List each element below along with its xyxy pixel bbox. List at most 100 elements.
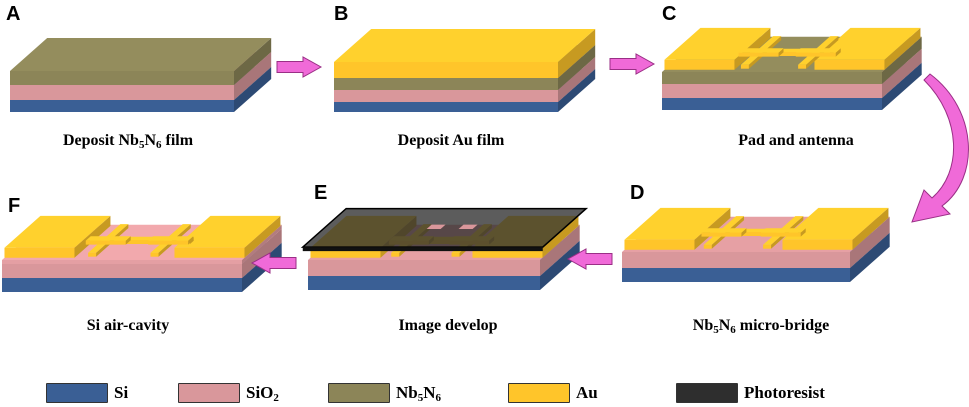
- sio2-cap-layer-side: [242, 224, 282, 264]
- panel-letter-b: B: [334, 3, 349, 25]
- si-layer-front: [334, 102, 558, 112]
- legend-swatch-si: [46, 383, 108, 403]
- legend-si: Si: [46, 383, 128, 403]
- photoresist-top: [300, 207, 589, 248]
- left-pad-top: [624, 207, 731, 240]
- antenna-cross-v1-front: [798, 64, 807, 69]
- antenna-cross-v1-front: [150, 252, 159, 257]
- arrow-e-to-f: [250, 252, 297, 274]
- antenna-cross-h0-front: [701, 232, 742, 237]
- si-layer-side: [540, 240, 580, 290]
- arrow-d-to-e: [566, 248, 613, 270]
- photoresist-edge: [302, 247, 543, 252]
- left-pad-top: [4, 215, 111, 248]
- sio2-layer-side: [234, 52, 272, 100]
- legend-sio2: SiO2: [178, 382, 279, 404]
- legend-label-si: Si: [114, 383, 129, 402]
- nbn-layer-side: [558, 45, 596, 90]
- antenna-cross-h0-side: [125, 236, 131, 245]
- nbn-layer-top: [10, 38, 272, 71]
- antenna-cross-h0-side: [741, 228, 747, 237]
- si-layer-front: [662, 98, 882, 110]
- antenna-cross-h1-top: [148, 236, 194, 241]
- panel-letter-d: D: [630, 182, 645, 204]
- antenna-cross-v0-front: [740, 64, 749, 69]
- developed-window-1: [458, 224, 478, 229]
- left-pad-front: [624, 239, 695, 250]
- legend-au: Au: [508, 383, 598, 403]
- sio2-layer-front: [622, 252, 850, 268]
- caption-b: Deposit Au film: [397, 132, 505, 149]
- antenna-cross-v0-front: [88, 252, 97, 257]
- sio2-layer-front: [10, 85, 234, 100]
- antenna-cross-v0-front: [391, 252, 400, 257]
- sio2-layer-side: [558, 57, 596, 102]
- photoresist-layer: [300, 207, 589, 252]
- block-c: [662, 27, 922, 110]
- legend-swatch-nbn: [328, 383, 390, 403]
- right-pad-top: [782, 207, 889, 240]
- legend-nbn: Nb5N6: [328, 383, 441, 404]
- sio2-cap-layer-front: [2, 260, 242, 264]
- sio2-layer-front: [334, 90, 558, 102]
- si-layer-side: [850, 232, 890, 282]
- si-layer-side: [558, 69, 596, 112]
- block-d: [622, 207, 890, 282]
- au-layer-top: [334, 29, 596, 62]
- antenna-cross-h1-front: [760, 232, 801, 237]
- sio2-layer-front: [2, 264, 242, 278]
- legend-label-sio2: SiO2: [246, 382, 279, 404]
- block-b: [334, 29, 596, 112]
- au-layer-side: [558, 29, 596, 78]
- left-pad-top: [664, 27, 771, 60]
- caption-e: Image develop: [398, 317, 498, 334]
- nbn-layer-side: [234, 38, 272, 85]
- fabrication-steps: [2, 27, 922, 292]
- si-layer-front: [308, 276, 540, 290]
- antenna-cross-h0-top: [701, 228, 747, 233]
- nbn-layer-side: [882, 36, 922, 84]
- antenna-cross-h1-side: [835, 48, 841, 57]
- right-pad-front: [782, 239, 853, 250]
- legend-swatch-photoresist: [676, 383, 738, 403]
- right-pad-front: [814, 59, 885, 70]
- block-f: [2, 215, 282, 292]
- legend-swatch-au: [508, 383, 570, 403]
- right-pad-side: [884, 27, 921, 70]
- developed-window-0: [426, 224, 446, 229]
- left-pad-front: [664, 59, 735, 70]
- si-layer-front: [10, 100, 234, 112]
- si-layer-front: [622, 268, 850, 282]
- legend-photoresist: Photoresist: [676, 383, 825, 403]
- sio2-layer-side: [540, 224, 580, 276]
- right-pad-side: [852, 207, 889, 250]
- sio2-layer-side: [882, 48, 922, 98]
- arrow-c-to-d: [911, 73, 969, 223]
- legend-swatch-sio2: [178, 383, 240, 403]
- arrow-a-to-b: [276, 56, 323, 78]
- si-layer-front: [2, 278, 242, 292]
- antenna-cross-h1-side: [800, 228, 806, 237]
- panel-letter-f: F: [8, 195, 21, 217]
- antenna-cross-h0-front: [85, 240, 126, 245]
- si-layer-side: [234, 67, 272, 112]
- caption-f: Si air-cavity: [86, 317, 170, 334]
- antenna-cross-v1-front: [763, 244, 772, 249]
- si-layer-side: [882, 62, 922, 110]
- sio2-layer-front: [662, 84, 882, 98]
- antenna-cross-h1-top: [795, 48, 841, 53]
- right-pad-top: [814, 27, 921, 60]
- sio2-layer-side: [850, 216, 890, 268]
- nbn-layer-front: [662, 72, 882, 84]
- left-pad-front: [4, 247, 75, 258]
- antenna-cross-h0-front: [738, 52, 779, 57]
- antenna-cross-h1-front: [148, 240, 189, 245]
- caption-a: Deposit Nb5N6 film: [62, 132, 194, 151]
- legend-label-au: Au: [576, 383, 598, 402]
- antenna-cross-h1-side: [188, 236, 194, 245]
- caption-d: Nb5N6 micro-bridge: [692, 317, 830, 336]
- antenna-cross-v0-front: [703, 244, 712, 249]
- au-layer-front: [334, 62, 558, 78]
- antenna-cross-h1-front: [795, 52, 836, 57]
